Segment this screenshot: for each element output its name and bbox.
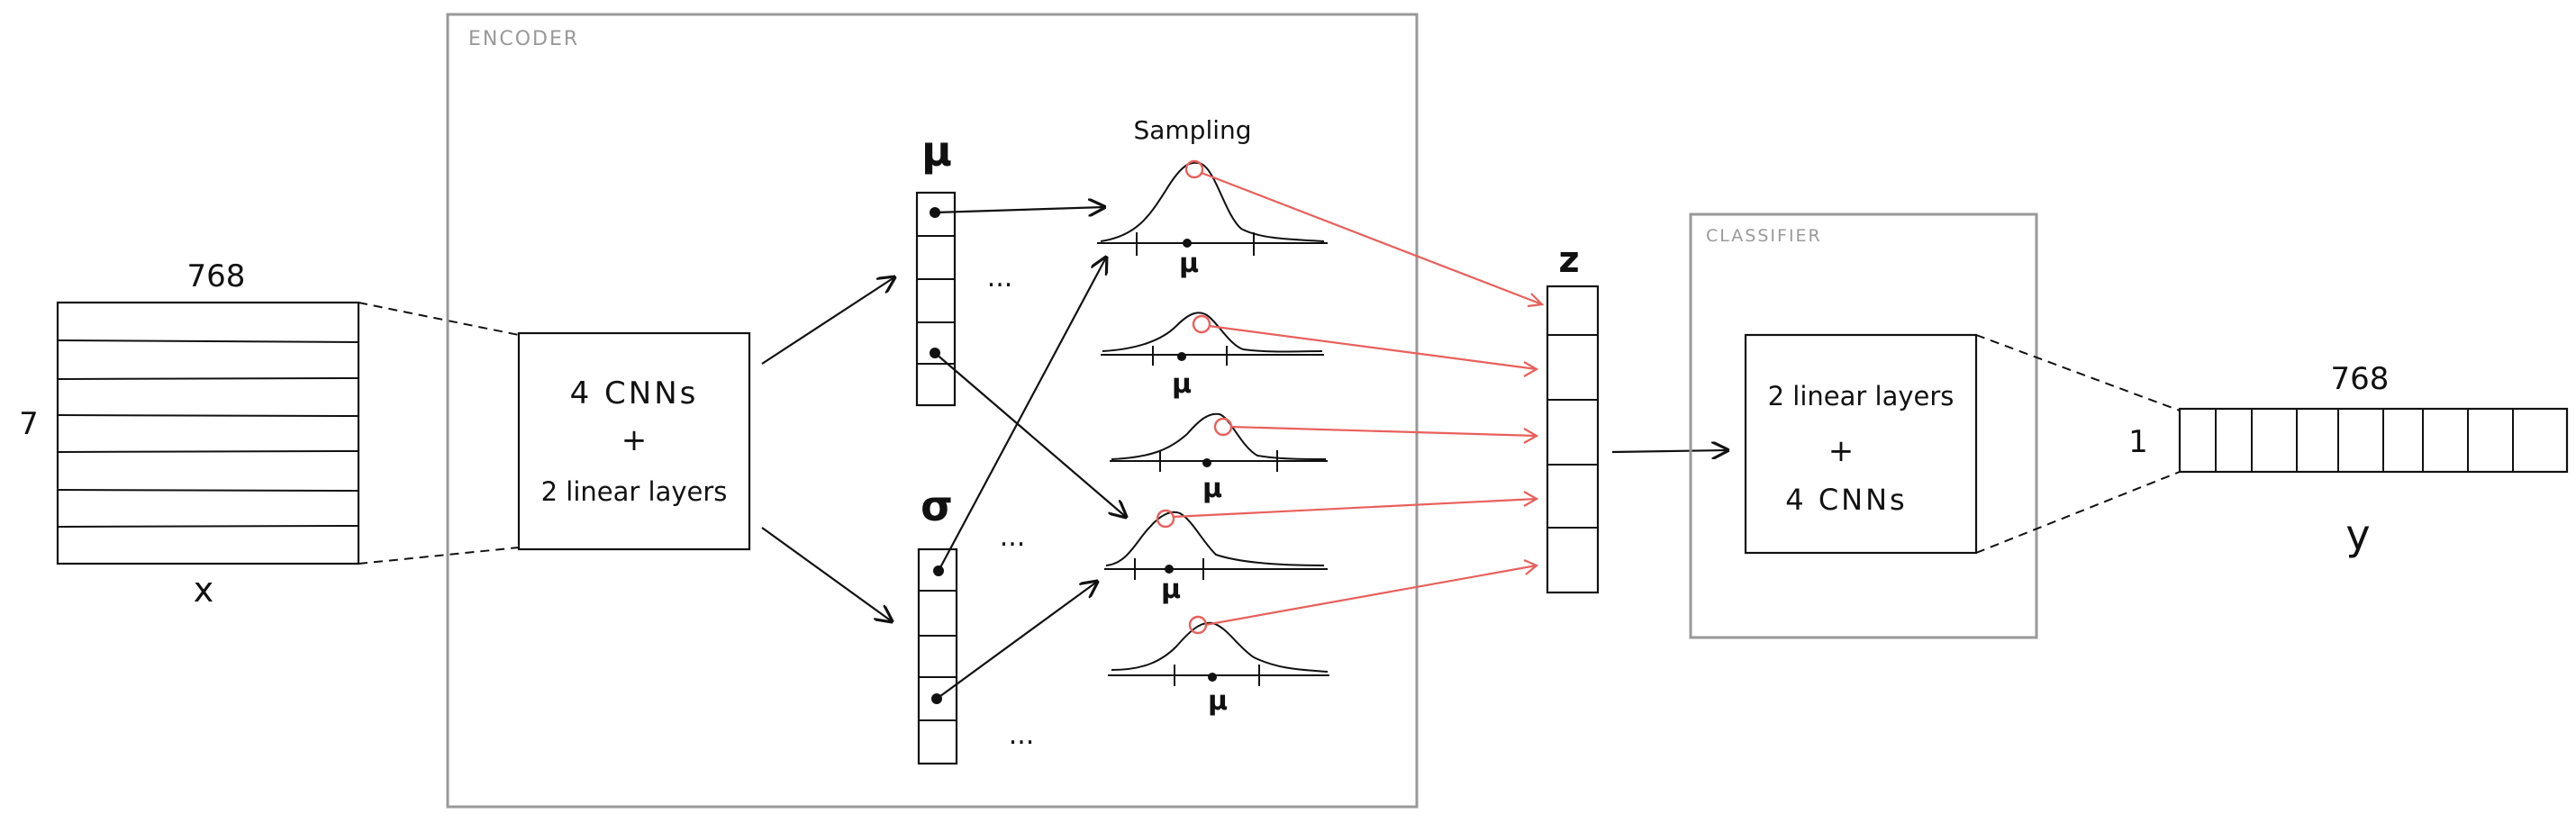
input-name-label: x [194, 570, 214, 610]
z-label: z [1558, 240, 1579, 281]
latent-vector [1546, 285, 1600, 594]
sampling-to-z-arrows [1172, 171, 1545, 627]
z-to-classifier-arrow [1611, 450, 1728, 452]
classifier-block-plus: + [1828, 433, 1855, 469]
classifier-to-output-connector-top [1975, 334, 2181, 412]
sigma-vector [917, 547, 958, 765]
output-vector [2178, 407, 2569, 474]
classifier-frame [1689, 213, 2038, 639]
input-height-label: 7 [19, 406, 39, 442]
input-width-label: 768 [187, 258, 246, 294]
encoder-title: ENCODER [468, 28, 579, 50]
encoder-to-mu-arrow [761, 277, 894, 365]
mu-to-dist1-arrow [934, 207, 1104, 213]
mu-ellipsis: ... [987, 262, 1013, 294]
input-to-encoder-connector-top [358, 302, 520, 336]
input-matrix [56, 301, 360, 565]
dist1-mean-label: μ [1179, 248, 1199, 279]
sampling-distribution-2 [1101, 312, 1324, 366]
encoder-block-plus: + [621, 422, 648, 458]
encoder-to-sigma-arrow [761, 527, 892, 621]
sigma-ellipsis-right: ... [1000, 521, 1026, 553]
encoder-block [517, 331, 751, 551]
mu-to-dist4-arrow [934, 352, 1126, 517]
classifier-title: CLASSIFIER [1706, 226, 1822, 246]
sampling-distribution-4 [1104, 509, 1328, 580]
sigma-ellipsis-bottom: ... [1009, 719, 1035, 751]
classifier-block-line1: 2 linear layers [1768, 381, 1955, 412]
encoder-block-line1: 4 CNNs [570, 375, 699, 412]
output-name-label: y [2345, 511, 2370, 559]
dist5-mean-label: μ [1208, 685, 1228, 717]
classifier-to-output-connector-bottom [1975, 471, 2181, 554]
output-width-label: 768 [2331, 361, 2390, 397]
sampling-distribution-3 [1110, 412, 1328, 472]
classifier-block [1744, 333, 1978, 555]
input-to-encoder-connector-bottom [358, 547, 520, 565]
sampling-title: Sampling [1133, 115, 1251, 145]
output-height-label: 1 [2128, 424, 2148, 460]
mu-vector [915, 191, 957, 407]
sigma-to-dist5-arrow [936, 582, 1097, 700]
dist3-mean-label: μ [1202, 473, 1222, 504]
classifier-block-line2: 4 CNNs [1785, 483, 1907, 517]
dist4-mean-label: μ [1161, 574, 1181, 605]
sampling-distribution-5 [1108, 615, 1329, 686]
mu-label: μ [921, 127, 952, 176]
sigma-label: σ [921, 482, 953, 530]
sigma-to-dist1-arrow [938, 258, 1106, 572]
encoder-block-line2: 2 linear layers [541, 476, 728, 507]
dist2-mean-label: μ [1172, 368, 1192, 400]
encoder-frame [446, 13, 1419, 809]
sampling-distribution-1 [1097, 159, 1328, 256]
